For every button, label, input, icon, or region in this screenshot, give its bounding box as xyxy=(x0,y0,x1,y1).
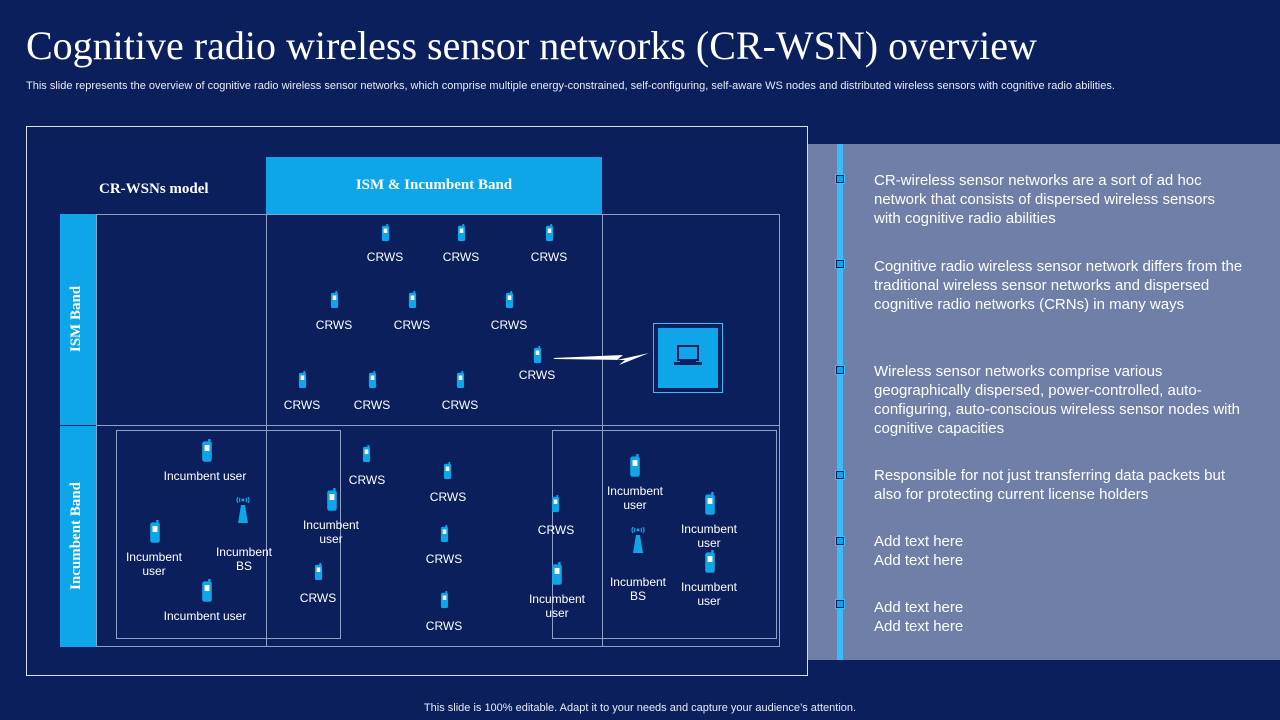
crws-phone-icon xyxy=(443,462,452,480)
incumbent-phone-icon xyxy=(202,439,212,462)
bullet-marker xyxy=(835,470,845,480)
bullet-text: Responsible for not just transferring da… xyxy=(874,467,1226,503)
bullet-text: Cognitive radio wireless sensor network … xyxy=(874,258,1243,313)
crws-label: CRWS xyxy=(366,250,404,264)
bullet-text: Wireless sensor networks comprise variou… xyxy=(874,363,1241,437)
crws-phone-icon xyxy=(533,346,542,364)
incumbent-phone-icon xyxy=(705,492,715,515)
crws-phone-icon xyxy=(381,224,390,242)
crws-label: CRWS xyxy=(299,591,337,605)
footer-note: This slide is 100% editable. Adapt it to… xyxy=(423,702,857,714)
base-station-tower-icon xyxy=(631,527,645,553)
bullet-text: CR-wireless sensor networks are a sort o… xyxy=(874,172,1215,227)
crws-label: CRWS xyxy=(518,368,556,382)
bullet-marker xyxy=(835,536,845,546)
crws-phone-icon xyxy=(440,525,449,543)
incumbent-phone-icon xyxy=(630,454,640,477)
timeline-line xyxy=(837,144,843,660)
description-panel xyxy=(808,144,1280,660)
bullet-marker xyxy=(835,174,845,184)
crws-label: CRWS xyxy=(425,619,463,633)
crws-phone-icon xyxy=(368,371,377,389)
crws-phone-icon xyxy=(457,224,466,242)
crws-label: CRWS xyxy=(530,250,568,264)
crws-label: CRWS xyxy=(441,398,479,412)
crws-label: CRWS xyxy=(425,552,463,566)
ism-band-bar xyxy=(60,214,96,425)
crws-phone-icon xyxy=(456,371,465,389)
crws-phone-icon xyxy=(314,563,323,581)
crws-phone-icon xyxy=(545,224,554,242)
incumbent-phone-icon xyxy=(150,520,160,543)
crws-label: CRWS xyxy=(348,473,386,487)
crws-label: CRWS xyxy=(442,250,480,264)
crws-phone-icon xyxy=(408,291,417,309)
incumbent-user-label: Incumbent user xyxy=(163,609,247,623)
base-station-frame xyxy=(653,323,723,393)
slide-subtitle: This slide represents the overview of co… xyxy=(26,80,1115,92)
incumbent-phone-icon xyxy=(327,488,337,511)
lightning-link-icon xyxy=(553,353,649,365)
incumbent-band-bar xyxy=(60,426,96,647)
diagram-lines xyxy=(96,214,780,647)
slide-title: Cognitive radio wireless sensor networks… xyxy=(26,23,1037,68)
crws-label: CRWS xyxy=(315,318,353,332)
crws-phone-icon xyxy=(362,445,371,463)
bullet-marker xyxy=(835,365,845,375)
incumbent-user-label: Incumbent user xyxy=(163,469,247,483)
bullet-text: Add text here Add text here xyxy=(874,599,964,635)
incumbent-phone-icon xyxy=(705,550,715,573)
crws-phone-icon xyxy=(440,591,449,609)
bullet-marker xyxy=(835,259,845,269)
crws-label: CRWS xyxy=(393,318,431,332)
crws-label: CRWS xyxy=(490,318,528,332)
crws-label: CRWS xyxy=(283,398,321,412)
base-station-tower-icon xyxy=(236,497,250,523)
cr-wsn-diagram: CR-WSNs model ISM & Incumbent Band ISM B… xyxy=(26,126,808,676)
crws-label: CRWS xyxy=(429,490,467,504)
bullet-text: Add text here Add text here xyxy=(874,533,964,569)
crws-phone-icon xyxy=(551,495,560,513)
bullet-marker xyxy=(835,599,845,609)
computer-icon xyxy=(658,328,718,388)
model-label: CR-WSNs model xyxy=(99,181,209,197)
crws-label: CRWS xyxy=(353,398,391,412)
crws-label: CRWS xyxy=(537,523,575,537)
crws-phone-icon xyxy=(505,291,514,309)
crws-phone-icon xyxy=(298,371,307,389)
incumbent-phone-icon xyxy=(552,562,562,585)
crws-phone-icon xyxy=(330,291,339,309)
ism-incumbent-band-header: ISM & Incumbent Band xyxy=(266,157,602,214)
incumbent-phone-icon xyxy=(202,579,212,602)
